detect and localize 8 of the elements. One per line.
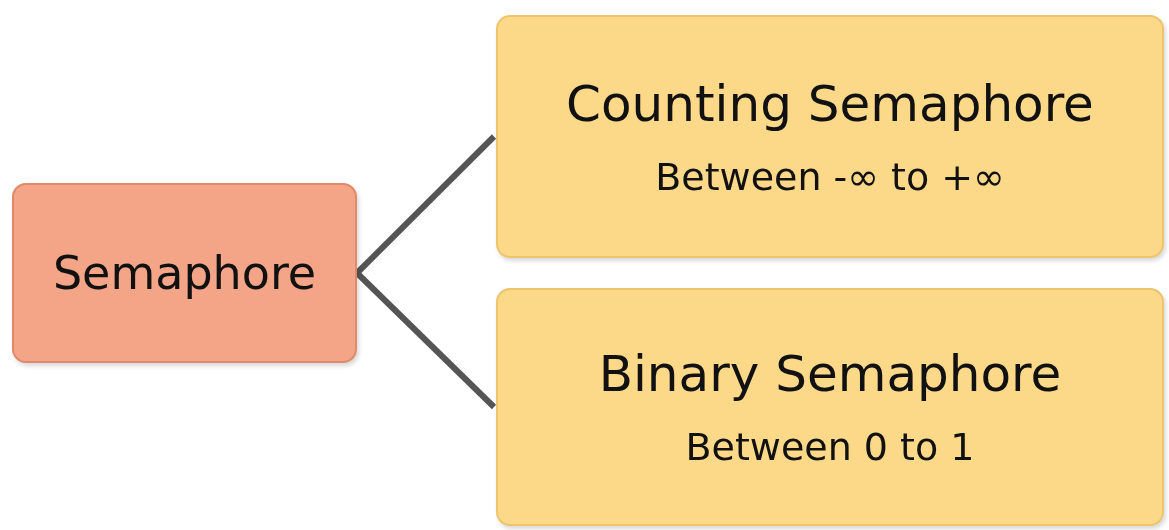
range-text: Between -∞ to +∞ [655, 154, 1005, 199]
box-title: Binary Semaphore [598, 345, 1062, 403]
box-title: Counting Semaphore [566, 74, 1094, 133]
box-title: Semaphore [52, 246, 317, 300]
root-box [12, 183, 357, 363]
range-text: Between 0 to 1 [685, 425, 975, 469]
type-box [496, 288, 1164, 526]
type-box [496, 15, 1164, 258]
